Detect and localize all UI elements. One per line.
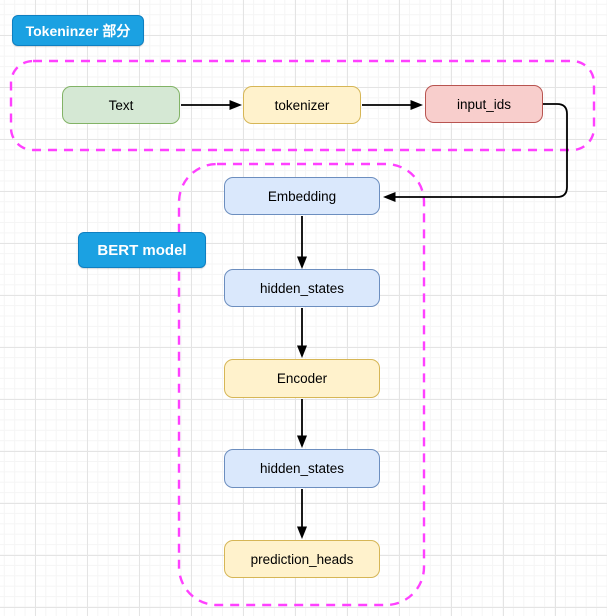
tokenizer-section-badge[interactable]: Tokeninzer 部分 — [12, 15, 144, 46]
node-tokenizer[interactable]: tokenizer — [243, 86, 361, 124]
node-embedding-label: Embedding — [267, 188, 337, 204]
node-prediction-heads-label: prediction_heads — [250, 551, 354, 567]
node-hidden-states-1-label: hidden_states — [259, 280, 345, 296]
bert-model-badge-label: BERT model — [97, 241, 187, 259]
edge-input-ids-to-embedding[interactable] — [382, 103, 568, 203]
node-hidden-states-2-label: hidden_states — [259, 461, 345, 476]
tokenizer-section-badge-label: Tokeninzer 部分 — [25, 22, 131, 39]
bert-model-container[interactable] — [177, 162, 426, 607]
node-input-ids[interactable]: input_ids — [425, 85, 543, 123]
tokenizer-section-container[interactable] — [9, 59, 596, 152]
node-tokenizer-label: tokenizer — [274, 97, 330, 113]
node-text-label: Text — [108, 97, 134, 113]
node-embedding[interactable]: Embedding — [224, 177, 380, 215]
node-encoder-label: Encoder — [276, 371, 328, 386]
node-text[interactable]: Text — [62, 86, 180, 124]
node-encoder[interactable]: Encoder — [224, 359, 380, 398]
node-hidden-states-1[interactable]: hidden_states — [224, 269, 380, 307]
bert-model-badge[interactable]: BERT model — [78, 232, 206, 268]
node-prediction-heads[interactable]: prediction_heads — [224, 540, 380, 578]
node-hidden-states-2[interactable]: hidden_states — [224, 449, 380, 488]
node-input-ids-label: input_ids — [456, 96, 512, 112]
